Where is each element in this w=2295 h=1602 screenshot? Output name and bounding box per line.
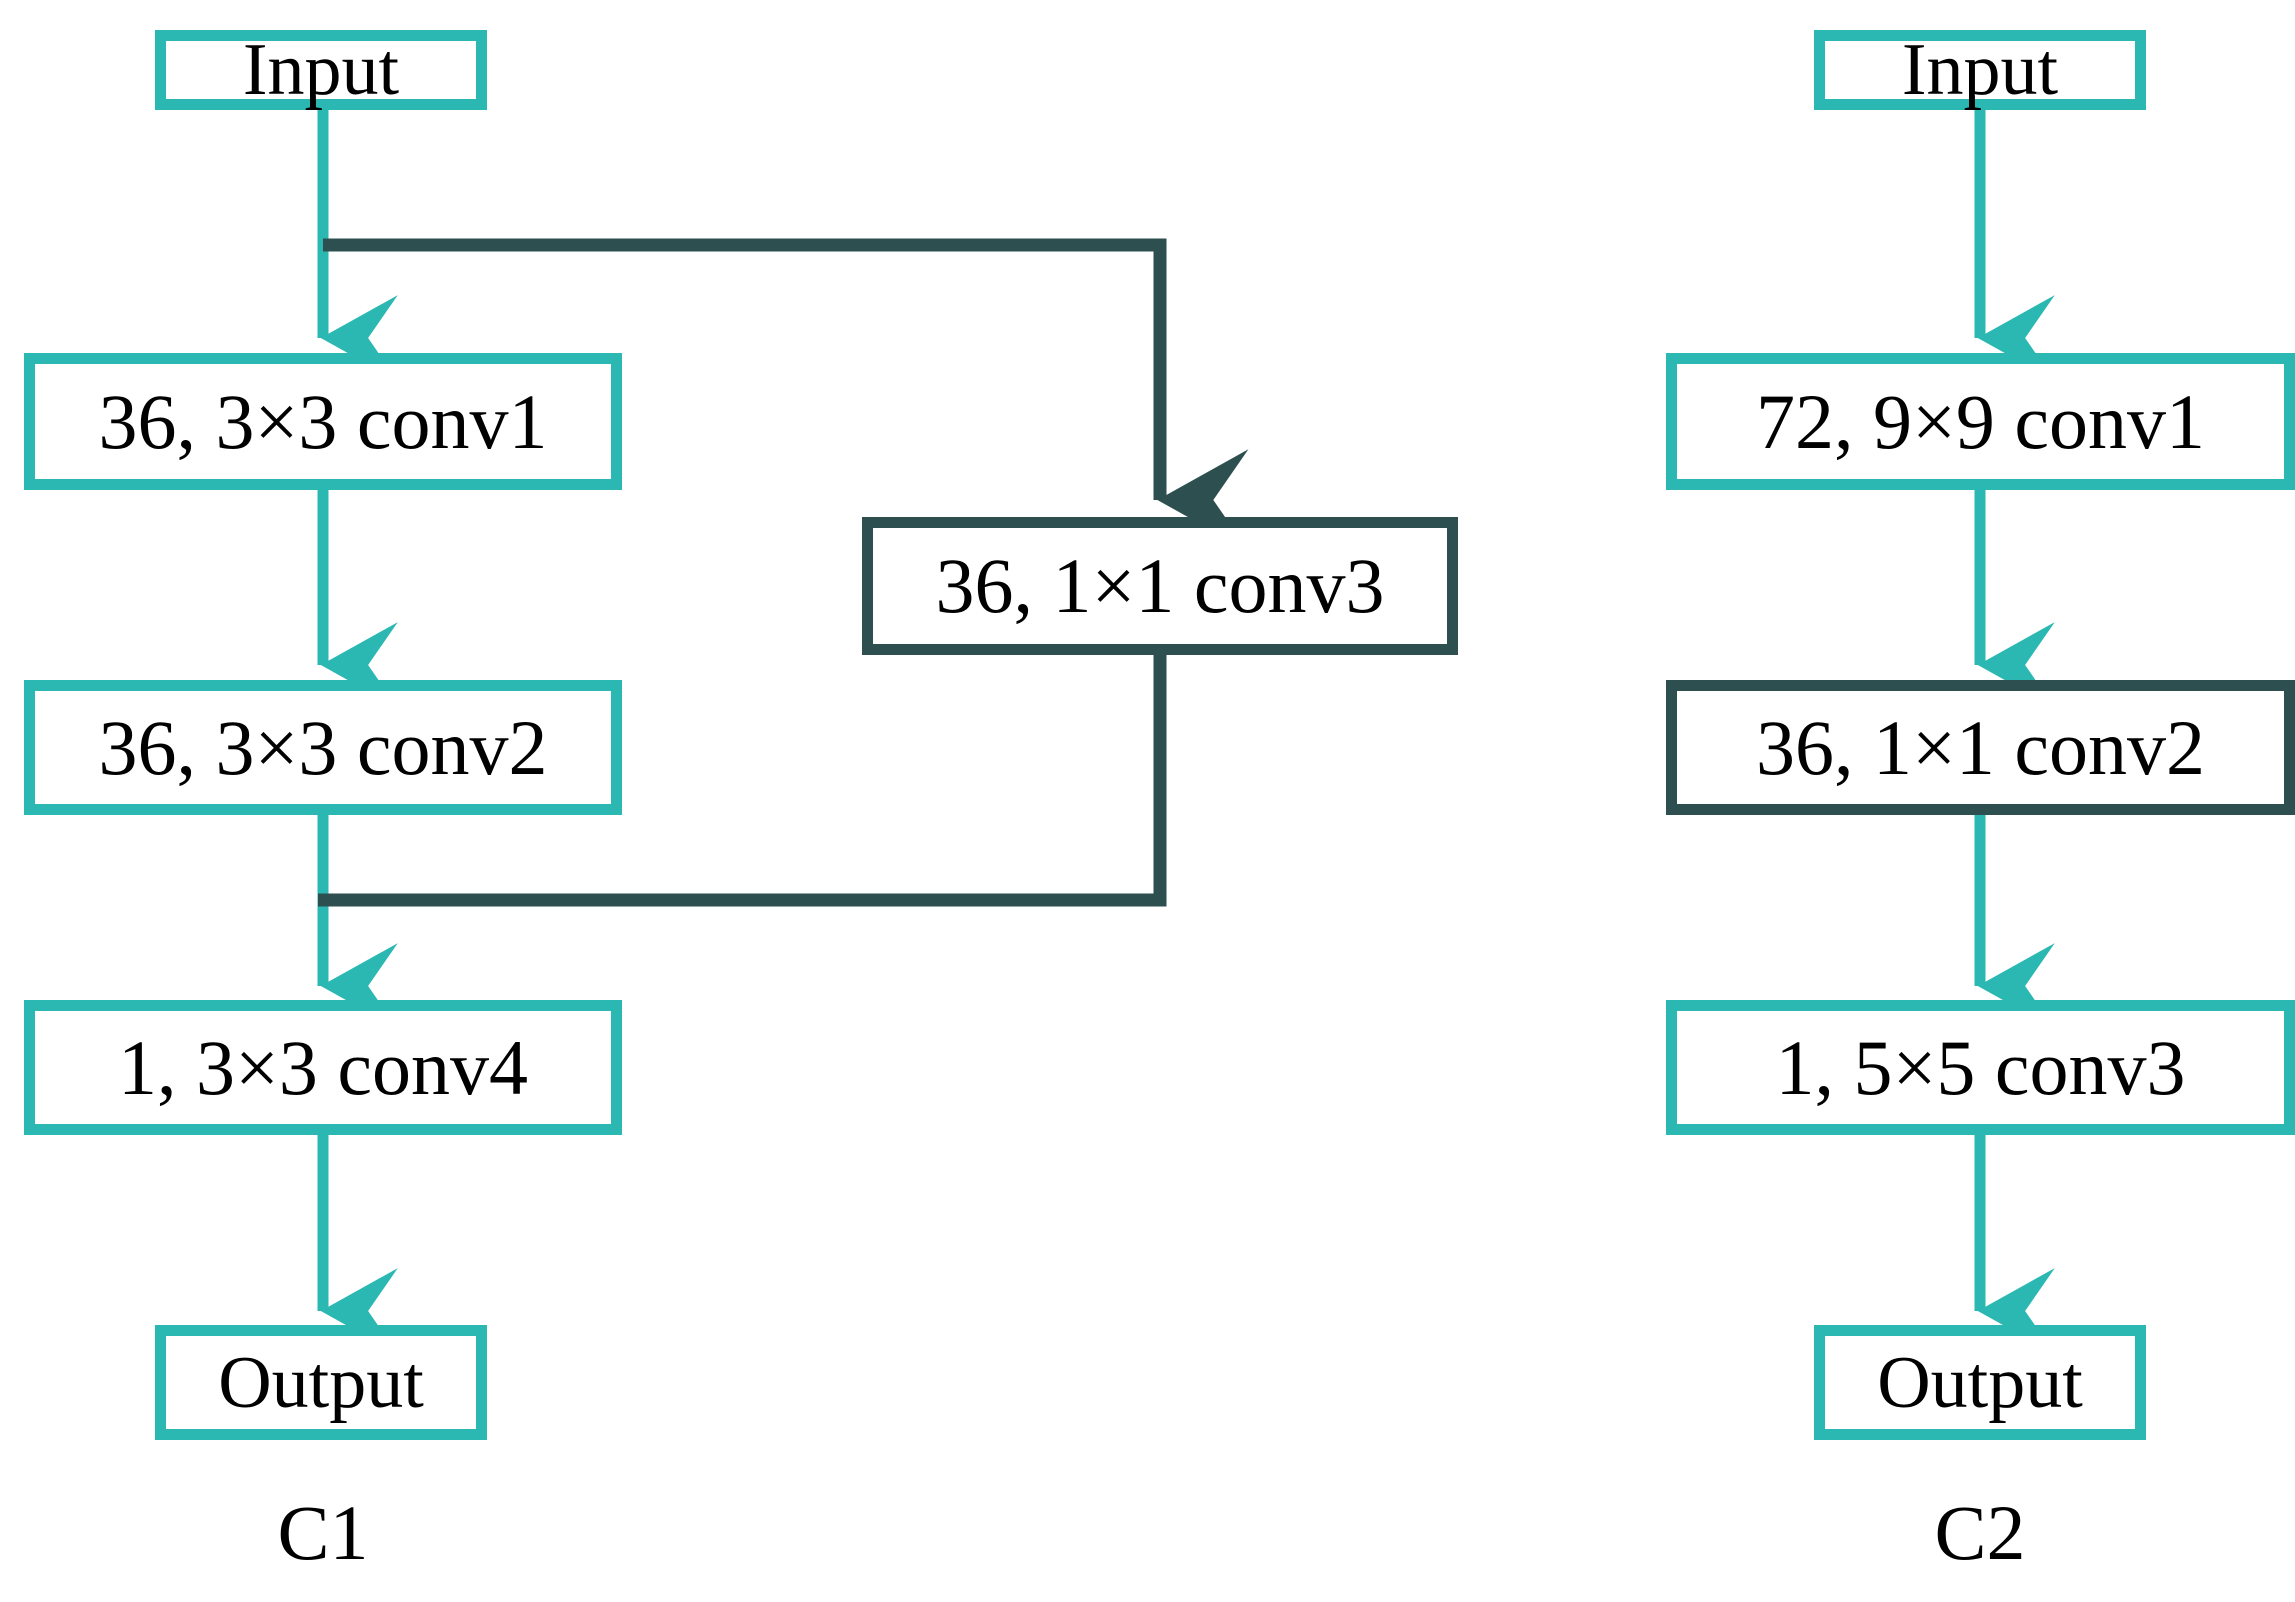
node-label: Output bbox=[218, 1341, 424, 1424]
node-c1-conv3[interactable]: 36, 1×1 conv3 bbox=[862, 517, 1458, 655]
node-label: 36, 3×3 conv2 bbox=[98, 703, 548, 791]
node-label: 36, 3×3 conv1 bbox=[98, 377, 548, 465]
node-label: 36, 1×1 conv2 bbox=[1755, 703, 2206, 791]
node-c2-output[interactable]: Output bbox=[1814, 1325, 2146, 1440]
node-label: 1, 3×3 conv4 bbox=[117, 1023, 529, 1111]
column-caption-c1: C1 bbox=[173, 1488, 473, 1578]
node-c1-conv4[interactable]: 1, 3×3 conv4 bbox=[24, 1000, 622, 1135]
node-c2-conv2[interactable]: 36, 1×1 conv2 bbox=[1666, 680, 2295, 815]
node-c1-conv2[interactable]: 36, 3×3 conv2 bbox=[24, 680, 622, 815]
node-c1-output[interactable]: Output bbox=[155, 1325, 487, 1440]
column-caption-c2: C2 bbox=[1830, 1488, 2130, 1578]
node-c2-conv1[interactable]: 72, 9×9 conv1 bbox=[1666, 353, 2295, 490]
node-c2-input[interactable]: Input bbox=[1814, 30, 2146, 110]
node-label: Output bbox=[1877, 1341, 2083, 1424]
node-label: 72, 9×9 conv1 bbox=[1755, 377, 2206, 465]
node-label: Input bbox=[242, 29, 400, 111]
node-label: 1, 5×5 conv3 bbox=[1775, 1023, 2186, 1111]
node-label: Input bbox=[1901, 29, 2059, 111]
node-c1-input[interactable]: Input bbox=[155, 30, 487, 110]
node-label: 36, 1×1 conv3 bbox=[935, 542, 1385, 629]
caption-text: C1 bbox=[277, 1489, 369, 1576]
caption-text: C2 bbox=[1934, 1489, 2026, 1576]
node-c1-conv1[interactable]: 36, 3×3 conv1 bbox=[24, 353, 622, 490]
node-c2-conv3[interactable]: 1, 5×5 conv3 bbox=[1666, 1000, 2295, 1135]
